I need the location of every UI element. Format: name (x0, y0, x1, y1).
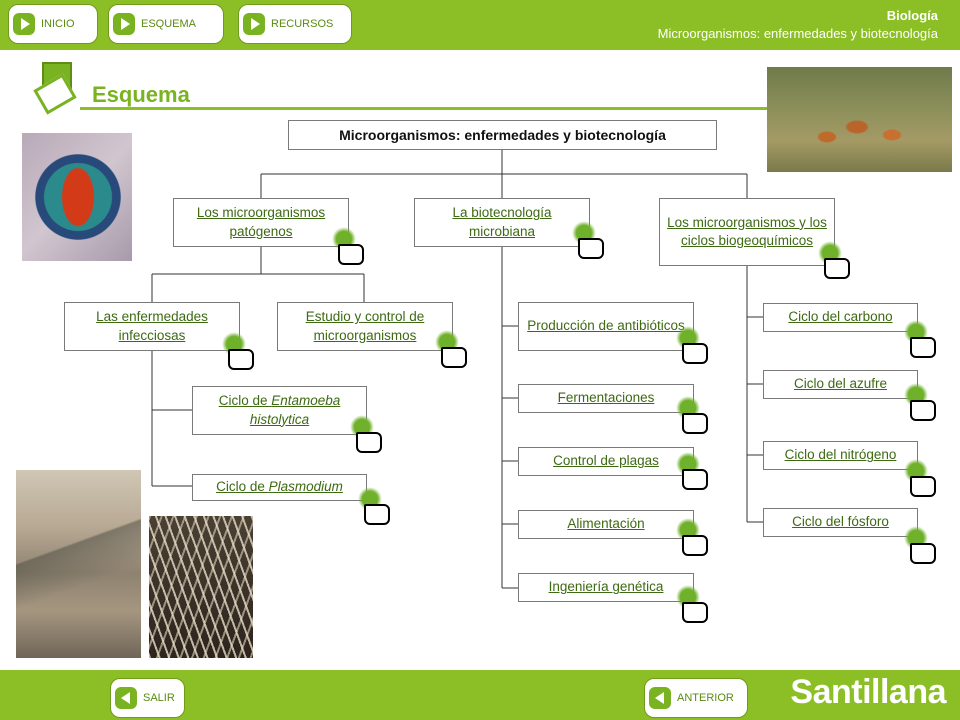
subject-title: Biología (886, 8, 938, 23)
node-plasmodium-label[interactable]: Ciclo de Plasmodium (216, 478, 343, 496)
node-alimentacion-label[interactable]: Alimentación (567, 516, 645, 532)
node-ingenieria-genetica[interactable]: Ingeniería genética (518, 573, 694, 602)
landfill-photo (16, 470, 141, 658)
hand-pointer-icon[interactable] (572, 221, 604, 259)
node-biotecnologia-label[interactable]: La biotecnología microbiana (452, 205, 552, 239)
node-ciclo-azufre[interactable]: Ciclo del azufre (763, 370, 918, 399)
entamoeba-prefix: Ciclo de (218, 393, 272, 409)
node-entamoeba[interactable]: Ciclo de Entamoeba histolytica (192, 386, 367, 435)
node-estudio-label[interactable]: Estudio y control de microorganismos (305, 309, 425, 343)
hand-pointer-icon[interactable] (904, 459, 936, 497)
node-fermentaciones-label[interactable]: Fermentaciones (557, 390, 655, 406)
node-ciclo-azufre-label[interactable]: Ciclo del azufre (793, 376, 888, 392)
page-title: Esquema (92, 82, 190, 107)
play-arrow-icon (243, 13, 265, 35)
inicio-button[interactable]: INICIO (8, 4, 98, 44)
node-ciclo-nitrogeno-label[interactable]: Ciclo del nitrógeno (784, 447, 897, 463)
anterior-label: ANTERIOR (677, 692, 734, 704)
play-arrow-icon (113, 13, 135, 35)
node-biotecnologia[interactable]: La biotecnología microbiana (414, 198, 590, 247)
node-enfermedades-label[interactable]: Las enfermedades infecciosas (96, 309, 208, 343)
scheme-section-icon (32, 62, 88, 115)
hand-pointer-icon[interactable] (435, 330, 467, 368)
scheme-root-label: Microorganismos: enfermedades y biotecno… (339, 126, 666, 143)
node-ingenieria-genetica-label[interactable]: Ingeniería genética (548, 579, 664, 595)
hand-pointer-icon[interactable] (676, 396, 708, 434)
hand-pointer-icon[interactable] (676, 518, 708, 556)
hand-pointer-icon[interactable] (676, 452, 708, 490)
scheme-root: Microorganismos: enfermedades y biotecno… (288, 120, 717, 150)
virus-micrograph-photo (22, 133, 132, 261)
back-arrow-icon (115, 687, 137, 709)
santillana-logo: Santillana (790, 673, 946, 711)
hand-pointer-icon[interactable] (676, 326, 708, 364)
hand-pointer-icon[interactable] (818, 241, 850, 279)
node-antibioticos[interactable]: Producción de antibióticos (518, 302, 694, 351)
node-plasmodium[interactable]: Ciclo de Plasmodium (192, 474, 367, 501)
node-ciclo-nitrogeno[interactable]: Ciclo del nitrógeno (763, 441, 918, 470)
node-fermentaciones[interactable]: Fermentaciones (518, 384, 694, 413)
node-ciclo-carbono-label[interactable]: Ciclo del carbono (788, 309, 893, 325)
entamoeba-species: Entamoeba histolytica (249, 393, 341, 427)
node-control-plagas-label[interactable]: Control de plagas (553, 453, 659, 469)
hand-pointer-icon[interactable] (332, 227, 364, 265)
fungal-hyphae-photo (149, 516, 253, 658)
node-estudio[interactable]: Estudio y control de microorganismos (277, 302, 453, 351)
recursos-label: RECURSOS (271, 18, 334, 30)
plasmodium-prefix: Ciclo de (216, 479, 269, 495)
node-ciclo-fosforo[interactable]: Ciclo del fósforo (763, 508, 918, 537)
node-ciclo-carbono[interactable]: Ciclo del carbono (763, 303, 918, 332)
node-control-plagas[interactable]: Control de plagas (518, 447, 694, 476)
hand-pointer-icon[interactable] (676, 585, 708, 623)
node-alimentacion[interactable]: Alimentación (518, 510, 694, 539)
salir-button[interactable]: SALIR (110, 678, 185, 718)
node-entamoeba-label[interactable]: Ciclo de Entamoeba histolytica (197, 392, 362, 428)
hand-pointer-icon[interactable] (350, 415, 382, 453)
node-ciclos-label[interactable]: Los microorganismos y los ciclos biogeoq… (667, 214, 827, 248)
hand-pointer-icon[interactable] (222, 332, 254, 370)
node-patogenos-label[interactable]: Los microorganismos patógenos (196, 205, 326, 239)
footer-bar: SALIR ANTERIOR Santillana (0, 670, 960, 720)
plasmodium-species: Plasmodium (268, 479, 343, 495)
header-bar: INICIO ESQUEMA RECURSOS Biología Microor… (0, 0, 960, 50)
title-divider (80, 107, 950, 110)
unit-title: Microorganismos: enfermedades y biotecno… (657, 26, 938, 41)
back-arrow-icon (649, 687, 671, 709)
node-enfermedades[interactable]: Las enfermedades infecciosas (64, 302, 240, 351)
anterior-button[interactable]: ANTERIOR (644, 678, 748, 718)
node-ciclo-fosforo-label[interactable]: Ciclo del fósforo (792, 514, 889, 530)
node-antibioticos-label[interactable]: Producción de antibióticos (527, 318, 685, 334)
node-ciclos[interactable]: Los microorganismos y los ciclos biogeoq… (659, 198, 835, 266)
deer-photo (767, 67, 952, 172)
hand-pointer-icon[interactable] (904, 526, 936, 564)
node-patogenos[interactable]: Los microorganismos patógenos (173, 198, 349, 247)
recursos-button[interactable]: RECURSOS (238, 4, 352, 44)
esquema-button[interactable]: ESQUEMA (108, 4, 224, 44)
play-arrow-icon (13, 13, 35, 35)
esquema-label: ESQUEMA (141, 18, 197, 30)
inicio-label: INICIO (41, 18, 75, 30)
hand-pointer-icon[interactable] (904, 383, 936, 421)
hand-pointer-icon[interactable] (358, 487, 390, 525)
salir-label: SALIR (143, 692, 175, 704)
hand-pointer-icon[interactable] (904, 320, 936, 358)
